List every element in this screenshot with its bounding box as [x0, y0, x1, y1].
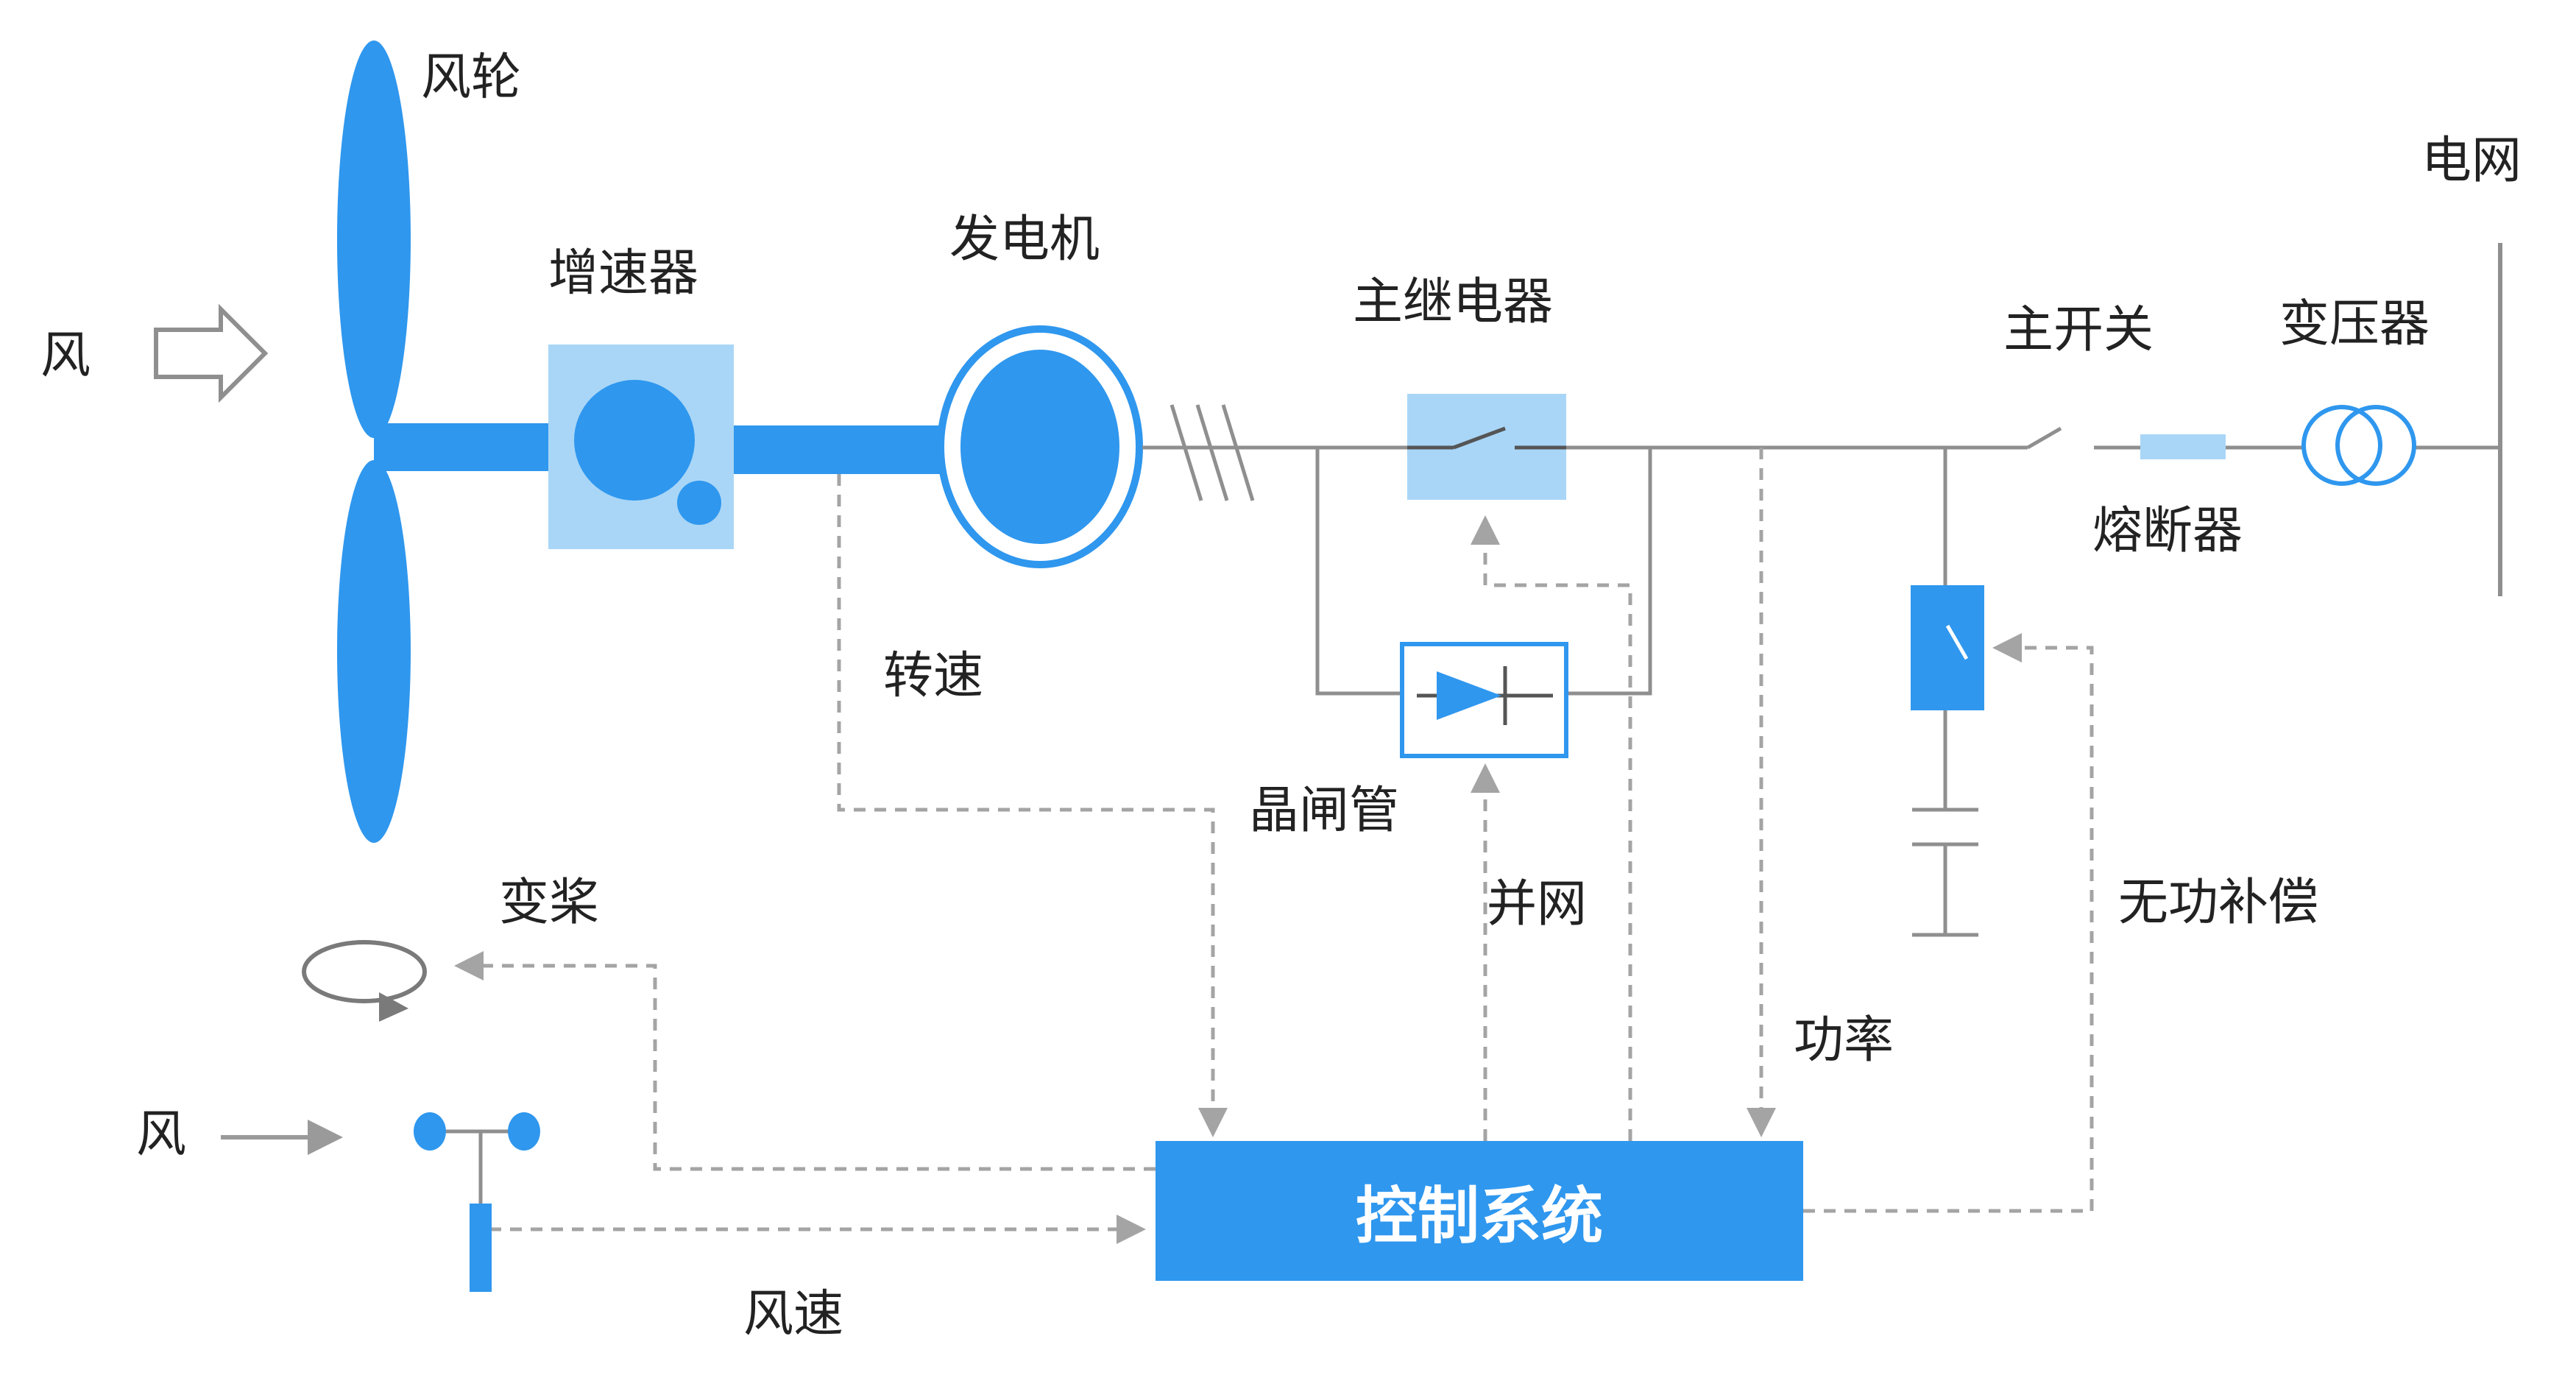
anemometer-icon — [414, 1112, 540, 1292]
control-system-label: 控制系统 — [1355, 1179, 1603, 1252]
generator — [937, 325, 1143, 568]
wind-sensor-label: 风 — [136, 1106, 187, 1164]
rotor-label: 风轮 — [421, 49, 522, 107]
thyristor-bypass — [1315, 445, 1652, 758]
main-shaft — [374, 423, 953, 474]
reactive-compensation-branch — [1911, 448, 1984, 937]
fuse — [2140, 434, 2226, 459]
speed-signal-line — [837, 474, 1228, 1137]
gearbox — [548, 344, 734, 549]
grid-label: 电网 — [2421, 132, 2522, 190]
rotor-blades — [337, 40, 411, 843]
relay-command-line — [1471, 515, 1632, 1141]
wind-speed-label: 风速 — [743, 1285, 844, 1343]
pitch-label: 变桨 — [499, 874, 600, 932]
wind-label: 风 — [40, 327, 91, 385]
signal-lines — [454, 448, 2094, 1244]
reactive-comp-line — [1803, 633, 2094, 1213]
main-switch-label: 主开关 — [2003, 301, 2154, 359]
generator-label: 发电机 — [949, 211, 1100, 269]
pitch-actuator-icon — [302, 940, 427, 1022]
transformer-label: 变压器 — [2279, 295, 2430, 353]
grid-connect-label: 并网 — [1487, 875, 1588, 933]
transformer — [2301, 405, 2416, 486]
main-relay-label: 主继电器 — [1353, 273, 1554, 331]
three-phase-marks — [1142, 404, 1319, 501]
main-relay — [1407, 394, 1566, 500]
power-label: 功率 — [1794, 1011, 1894, 1070]
main-switch — [2026, 426, 2062, 450]
thyristor-label: 晶闸管 — [1249, 782, 1400, 840]
pitch-command-line — [454, 951, 1156, 1171]
gearbox-label: 增速器 — [548, 244, 699, 303]
fuse-label: 熔断器 — [2092, 502, 2243, 560]
reactive-compensation-label: 无功补偿 — [2118, 874, 2319, 932]
wind-inflow-arrow — [154, 303, 269, 403]
speed-label: 转速 — [883, 647, 984, 705]
control-system-box: 控制系统 — [1156, 1141, 1803, 1281]
